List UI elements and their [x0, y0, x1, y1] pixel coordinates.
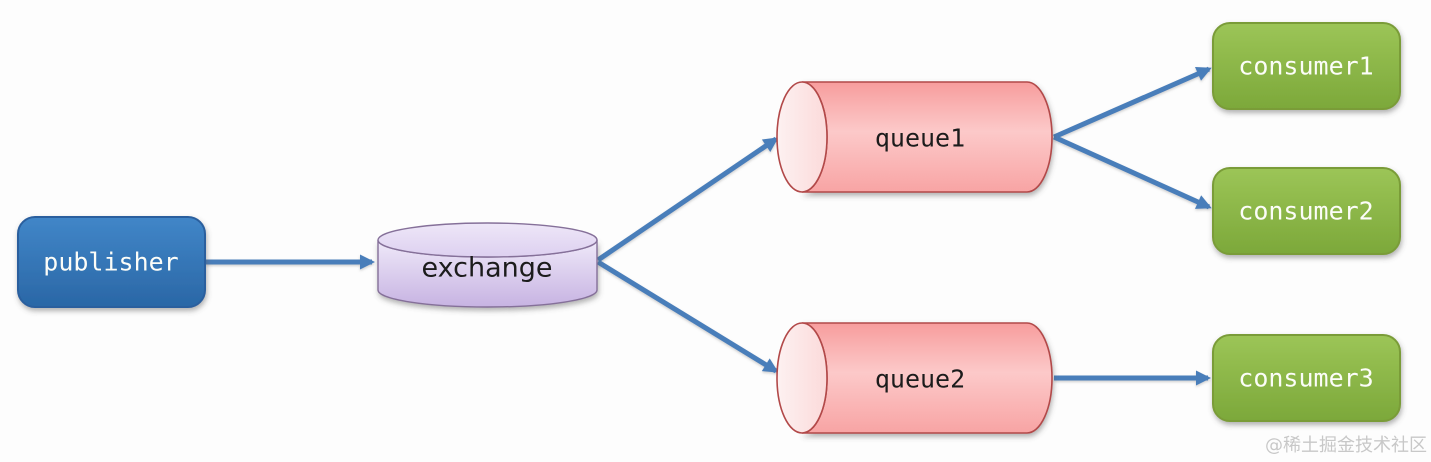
edge-exchange-queue2 [596, 259, 779, 374]
consumer3-label: consumer3 [1238, 364, 1373, 393]
edges [206, 66, 1212, 386]
publisher-label: publisher [43, 248, 178, 277]
consumer3-box [1212, 334, 1401, 422]
publisher-box [17, 216, 206, 308]
edge-queue1-consumer2 [1052, 134, 1212, 210]
consumer2-label: consumer2 [1238, 197, 1373, 226]
node-queue2: queue2 [776, 322, 1053, 434]
consumer1-label: consumer1 [1238, 52, 1373, 81]
consumer2-box [1212, 167, 1401, 255]
queue1-label: queue1 [875, 124, 965, 153]
node-consumer2: consumer2 [1212, 167, 1401, 255]
queue2-label: queue2 [875, 365, 965, 394]
node-exchange: exchange [377, 222, 598, 308]
node-consumer1: consumer1 [1212, 22, 1401, 110]
edge-queue1-consumer1 [1052, 66, 1212, 140]
queue2-cylinder-cap [776, 322, 828, 434]
node-consumer3: consumer3 [1212, 334, 1401, 422]
exchange-cylinder-top [377, 222, 598, 258]
queue1-cylinder-cap [776, 81, 828, 193]
exchange-label: exchange [421, 253, 552, 284]
edge-exchange-queue1 [596, 136, 779, 263]
node-publisher: publisher [17, 216, 206, 308]
node-queue1: queue1 [776, 81, 1053, 193]
watermark: @稀土掘金技术社区 [1265, 435, 1427, 456]
consumer1-box [1212, 22, 1401, 110]
